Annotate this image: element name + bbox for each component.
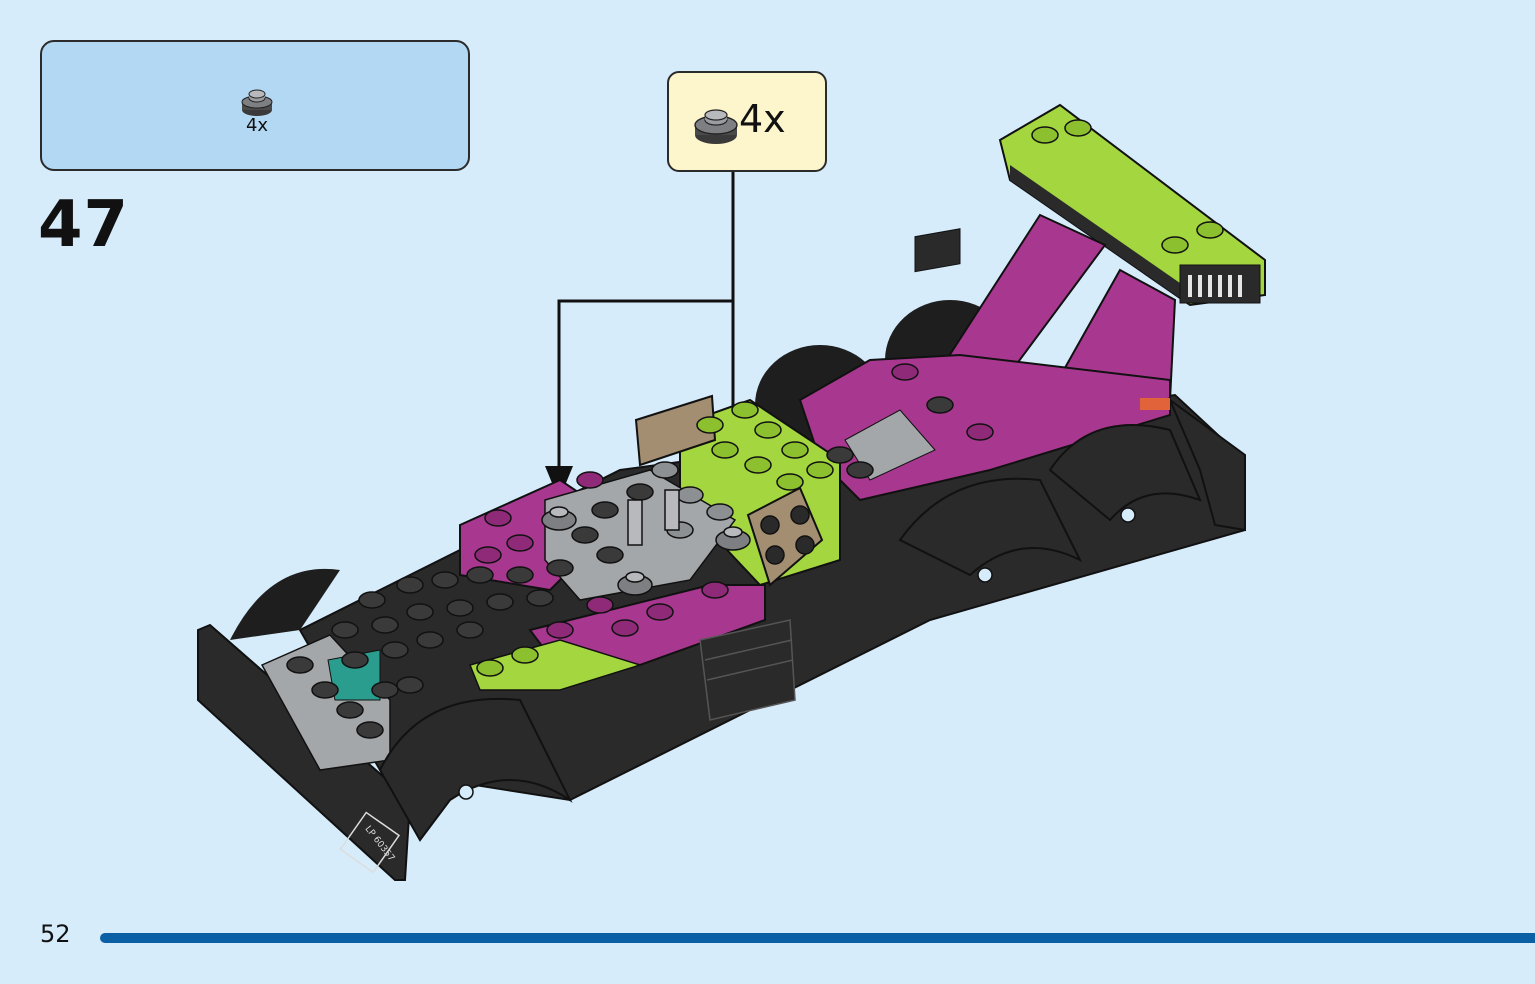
wheel-axle-pins — [458, 507, 1136, 800]
round-plate-icon — [694, 109, 738, 144]
lime-studs — [476, 119, 1224, 677]
black-studs — [286, 396, 954, 739]
front-wheel-arch — [378, 697, 573, 842]
placed-round-plates — [541, 506, 751, 596]
callout-quantity: 4x — [739, 97, 786, 141]
step-number: 47 — [38, 188, 130, 262]
parts-list-box: 4x — [40, 40, 470, 171]
sub-assembly-callout: 4x — [667, 71, 827, 172]
front-bumper — [197, 623, 412, 881]
parts-list-quantity: 4x — [245, 115, 269, 136]
page-number: 52 — [40, 920, 71, 948]
rear-side-panel — [1167, 397, 1246, 532]
mid-wheel-arch-1 — [898, 477, 1083, 577]
magenta-studs — [474, 363, 994, 639]
mid-wheel-arch-2 — [1048, 424, 1202, 522]
footer-bar — [100, 933, 1535, 943]
round-plate-icon — [241, 89, 273, 116]
